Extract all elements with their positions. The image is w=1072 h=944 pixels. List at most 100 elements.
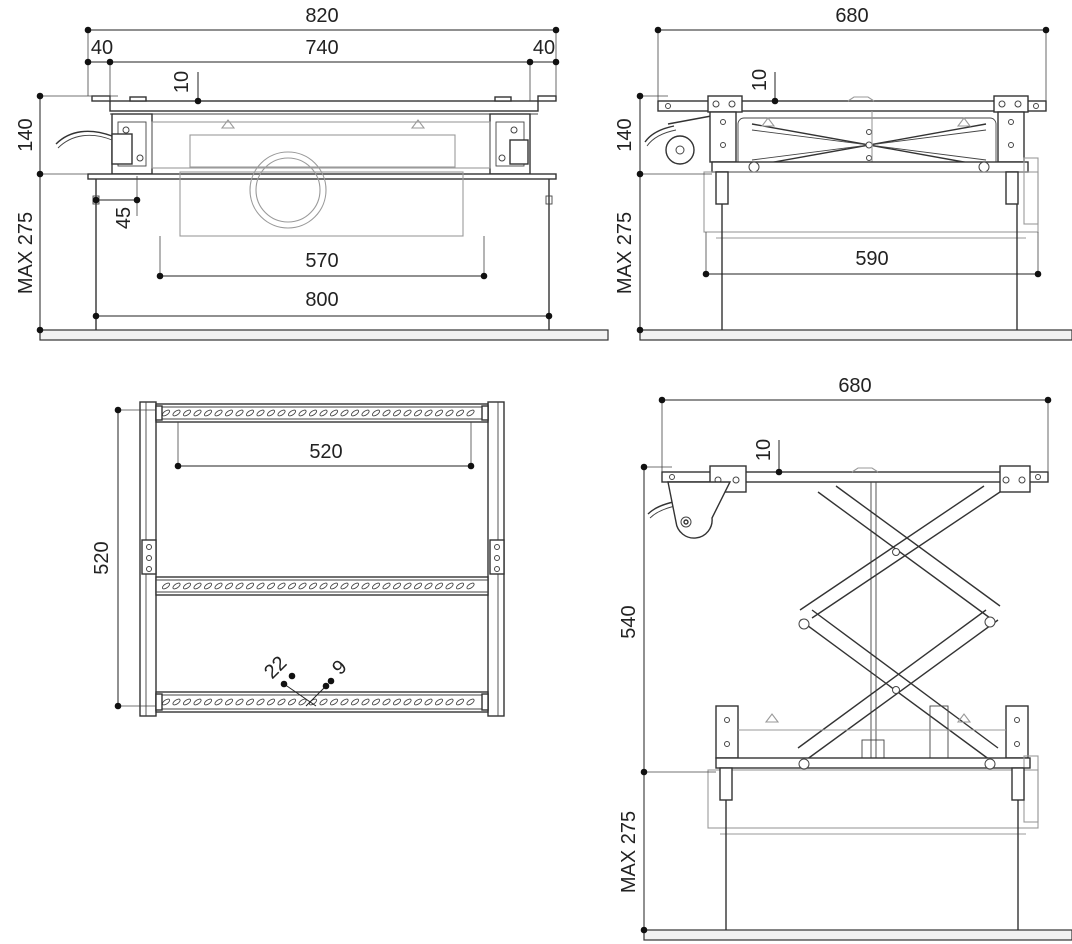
front-dim-800: 800 xyxy=(305,289,338,311)
slot-hole xyxy=(371,409,381,417)
slot-hole xyxy=(266,409,276,417)
slot-hole xyxy=(287,582,297,590)
slot-hole xyxy=(287,698,297,706)
slot-hole xyxy=(392,409,402,417)
slot-hole xyxy=(392,698,402,706)
slot-hole xyxy=(319,698,328,706)
slot-hole xyxy=(245,409,255,417)
front-cable xyxy=(55,130,113,145)
extended-dim-10: 10 xyxy=(753,439,775,461)
slot-hole xyxy=(287,409,297,417)
slot-hole xyxy=(361,409,370,417)
extended-floor-plate xyxy=(643,929,1072,941)
side-projector-ghost xyxy=(703,157,1039,239)
slot-hole xyxy=(172,409,181,417)
slot-hole xyxy=(382,409,391,417)
extended-scissor xyxy=(797,485,1001,761)
slot-hole xyxy=(203,582,213,590)
slot-hole xyxy=(413,698,423,706)
slot-hole xyxy=(340,698,349,706)
front-dim-820: 820 xyxy=(305,5,338,27)
slot-hole xyxy=(466,582,475,590)
slot-hole xyxy=(445,409,454,417)
side-dim-10: 10 xyxy=(749,69,771,91)
slot-hole xyxy=(203,409,213,417)
slot-hole xyxy=(182,409,192,417)
top-dim-520-horizontal: 520 xyxy=(309,441,342,463)
top-view: 520 520 22 9 xyxy=(91,401,505,717)
side-top-plate xyxy=(657,100,1047,112)
front-dim-45: 45 xyxy=(113,207,135,229)
top-dim-22: 22 xyxy=(260,652,291,683)
slot-hole xyxy=(319,409,328,417)
top-slotted-bar-lower xyxy=(155,691,489,713)
slot-hole xyxy=(214,409,223,417)
slot-hole xyxy=(403,582,412,590)
slot-hole xyxy=(193,409,202,417)
slot-hole xyxy=(413,409,423,417)
slot-hole xyxy=(182,698,192,706)
slot-hole xyxy=(466,698,475,706)
slot-hole xyxy=(371,698,381,706)
slot-hole xyxy=(350,409,360,417)
slot-hole xyxy=(214,582,223,590)
slot-hole xyxy=(266,582,276,590)
slot-hole xyxy=(350,582,360,590)
slot-hole xyxy=(455,698,465,706)
slot-hole xyxy=(361,698,370,706)
extended-motor xyxy=(667,481,732,539)
front-view: 820 40 740 40 10 140 MAX 275 45 570 xyxy=(15,5,609,341)
slot-hole xyxy=(319,582,328,590)
slot-hole xyxy=(245,582,255,590)
top-slotted-bar-middle xyxy=(155,576,489,596)
extended-dim-540: 540 xyxy=(618,605,640,638)
slot-hole xyxy=(256,582,265,590)
slot-hole xyxy=(424,582,433,590)
front-dim-40-right: 40 xyxy=(533,37,555,59)
slot-hole xyxy=(214,698,223,706)
slot-hole xyxy=(277,698,286,706)
slot-hole xyxy=(298,409,307,417)
slot-hole xyxy=(182,582,192,590)
slot-hole xyxy=(224,409,234,417)
front-dim-140: 140 xyxy=(15,118,37,151)
front-motor xyxy=(111,133,133,165)
extended-lower-crossbar xyxy=(715,757,1031,769)
side-dim-140: 140 xyxy=(614,118,636,151)
slot-hole xyxy=(434,698,444,706)
slot-hole xyxy=(434,582,444,590)
slot-hole xyxy=(371,582,381,590)
slot-hole xyxy=(256,698,265,706)
slot-hole xyxy=(161,582,171,590)
side-dim-max-275: MAX 275 xyxy=(614,212,636,294)
slot-hole xyxy=(235,409,244,417)
slot-hole xyxy=(466,409,475,417)
slot-hole xyxy=(235,698,244,706)
slot-hole xyxy=(361,582,370,590)
slot-hole xyxy=(308,409,318,417)
front-dim-10: 10 xyxy=(171,71,193,93)
front-dim-max-275: MAX 275 xyxy=(15,212,37,294)
side-dim-590: 590 xyxy=(855,248,888,270)
slot-hole xyxy=(224,698,234,706)
top-dim-9: 9 xyxy=(328,656,351,679)
side-dim-680: 680 xyxy=(835,5,868,27)
slot-hole xyxy=(235,582,244,590)
slot-hole xyxy=(424,698,433,706)
slot-hole xyxy=(403,409,412,417)
slot-hole xyxy=(340,582,349,590)
front-lower-crossbar xyxy=(87,173,557,180)
front-dim-570: 570 xyxy=(305,250,338,272)
side-view: 680 10 140 MAX 275 590 xyxy=(614,5,1072,341)
slot-hole xyxy=(193,582,202,590)
front-floor-plate xyxy=(39,329,609,341)
slot-hole xyxy=(308,582,318,590)
front-dim-740: 740 xyxy=(305,37,338,59)
slot-hole xyxy=(172,582,181,590)
slot-hole xyxy=(172,698,181,706)
front-projector-ghost xyxy=(179,151,464,237)
slot-hole xyxy=(413,582,423,590)
front-top-plate xyxy=(109,100,539,112)
slot-hole xyxy=(266,698,276,706)
